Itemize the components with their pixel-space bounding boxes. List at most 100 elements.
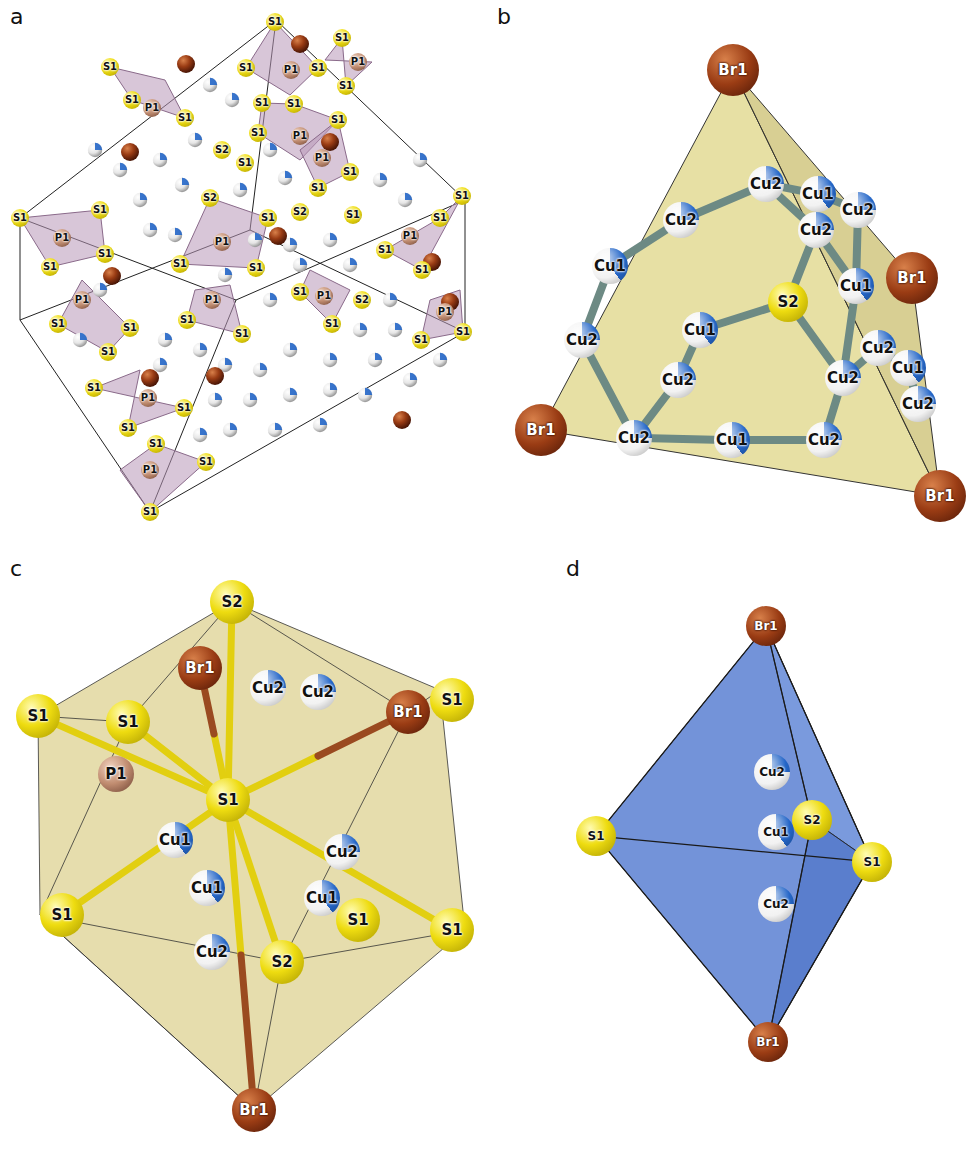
br-tetrahedron	[541, 70, 940, 496]
atom-sphere: S1	[344, 206, 362, 224]
copper-spheres	[73, 78, 447, 442]
bond-segment	[750, 436, 806, 444]
atom-label: S1	[103, 62, 117, 72]
atom-label: Cu2	[862, 341, 894, 356]
atom-label: P1	[215, 237, 229, 247]
atom-label: S1	[173, 259, 187, 269]
atom-sphere: S1	[333, 29, 351, 47]
atom-label: P1	[315, 153, 329, 163]
bond-segment	[616, 838, 852, 860]
atom-label: P1	[55, 233, 69, 243]
atom-sphere: Cu2	[798, 212, 834, 248]
atom-label: S1	[261, 213, 275, 223]
atom-sphere: S1	[453, 187, 471, 205]
atom-label: S2	[215, 145, 229, 155]
bond	[609, 851, 755, 1026]
atom-label: S1	[325, 319, 339, 329]
atom-label: Cu1	[684, 323, 716, 338]
atom-sphere: Cu2	[250, 670, 286, 706]
atom-sphere: S1	[247, 259, 265, 277]
panel-letter: d	[566, 556, 580, 581]
atom-label: S1	[414, 335, 428, 345]
bond	[228, 624, 231, 778]
atom-sphere: S1	[329, 111, 347, 129]
atom-sphere: S1	[266, 13, 284, 31]
atom-sphere: P1	[143, 99, 161, 117]
atom-label: Cu2	[750, 177, 782, 192]
atom-sphere: Cu1	[189, 870, 225, 906]
atom-label: S1	[178, 113, 192, 123]
bond	[698, 191, 750, 213]
atom-sphere: S2	[260, 940, 304, 984]
atom-sphere: S1	[249, 124, 267, 142]
bond-segment	[228, 624, 231, 778]
bond-segment	[645, 394, 667, 423]
atom-label: S1	[343, 167, 357, 177]
bond	[779, 196, 802, 218]
atom-label: S1	[287, 99, 301, 109]
bond	[588, 283, 603, 323]
atom-sphere: S1	[91, 201, 109, 219]
atom-sphere: S1	[430, 678, 474, 722]
atom-sphere: Br1	[178, 646, 222, 690]
atom-sphere: S1	[341, 163, 359, 181]
bond	[857, 360, 865, 366]
atom-sphere: Cu2	[825, 360, 861, 396]
atom-sphere: S2	[201, 189, 219, 207]
atom-sphere: Cu2	[660, 362, 696, 398]
atom-sphere: S1	[852, 842, 892, 882]
atom-label: S1	[180, 315, 194, 325]
atom-label: Cu2	[902, 397, 934, 412]
bond	[750, 440, 806, 441]
atom-sphere: S1	[40, 893, 84, 937]
atom-sphere: P1	[141, 461, 159, 479]
atom-label: S1	[255, 98, 269, 108]
atom-sphere: Cu2	[616, 420, 652, 456]
atom-sphere: S1	[253, 94, 271, 112]
atom-sphere: S1	[576, 816, 616, 856]
bond-segment	[214, 734, 223, 778]
atom-label: Br1	[925, 489, 954, 504]
atom-sphere: S1	[176, 109, 194, 127]
atom-sphere: Br1	[386, 690, 430, 734]
atom-sphere: Cu2	[748, 166, 784, 202]
atom-label: S1	[87, 383, 101, 393]
atom-sphere: S1	[323, 315, 341, 333]
bond	[609, 642, 754, 821]
atom-label: P1	[293, 131, 307, 141]
atom-sphere: S1	[337, 77, 355, 95]
atom-label: S1	[433, 213, 447, 223]
atom-sphere: P1	[315, 287, 333, 305]
bond-segment	[609, 851, 755, 1026]
atom-label: Cu2	[842, 203, 874, 218]
atom-sphere: S1	[141, 503, 159, 521]
atom-label: S1	[456, 327, 470, 337]
bond-segment	[795, 247, 809, 284]
atom-label: S1	[238, 158, 252, 168]
atom-label: Cu1	[594, 259, 626, 274]
atom-label: S1	[311, 183, 325, 193]
atom-label: S2	[355, 295, 369, 305]
bond	[685, 347, 692, 364]
atom-label: S2	[221, 595, 242, 610]
atom-label: S1	[98, 249, 112, 259]
bond-segment	[829, 395, 837, 422]
coordination-polyhedron	[38, 602, 465, 1110]
bond	[846, 304, 854, 360]
bond	[652, 438, 714, 439]
atom-sphere: Cu1	[304, 880, 340, 916]
bond	[826, 245, 845, 272]
atom-sphere: S1	[99, 343, 117, 361]
atom-sphere: P1	[436, 303, 454, 321]
atom-sphere: Cu2	[564, 322, 600, 358]
atom-sphere: S1	[236, 154, 254, 172]
bond-segment	[717, 308, 769, 324]
bond-segment	[625, 230, 666, 256]
bond-segment	[772, 840, 808, 1023]
bond	[590, 356, 625, 422]
atom-label: S2	[203, 193, 217, 203]
bond	[230, 822, 252, 1088]
bond-segment	[248, 756, 318, 790]
bond-segment	[685, 347, 692, 364]
